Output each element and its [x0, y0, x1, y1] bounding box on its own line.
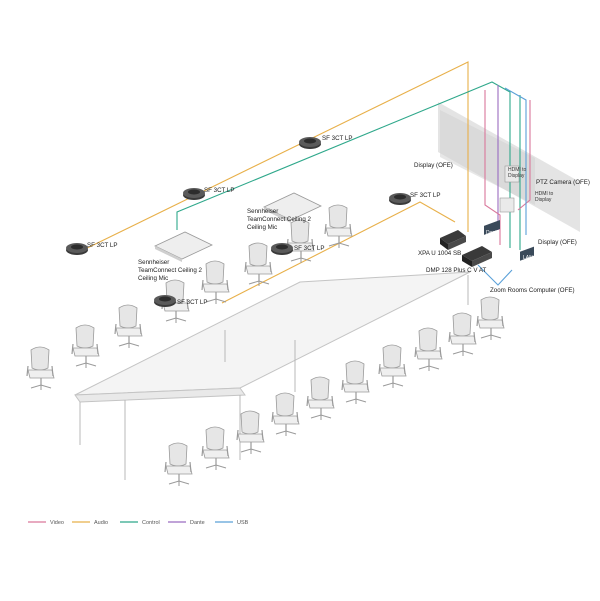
label-mic2-line1: Sennheiser	[247, 208, 278, 215]
speaker-sf5	[271, 243, 293, 255]
label-mic1-line3: Ceiling Mic	[138, 275, 168, 282]
label-dante-box: Dante	[486, 230, 500, 236]
lan-box	[520, 246, 534, 261]
xpa-amplifier	[440, 230, 466, 250]
legend-label-dante: Dante	[190, 520, 205, 526]
label-hdmi2-line1: HDMI to	[535, 191, 554, 197]
label-sf6: SF 3CT LP	[177, 299, 208, 306]
label-sf5: SF 3CT LP	[294, 245, 325, 252]
label-display-1: Display (OFE)	[414, 162, 453, 169]
legend: Video Audio Control Dante USB	[28, 520, 249, 526]
label-mic2-line3: Ceiling Mic	[247, 224, 277, 231]
label-hdmi2-line2: Display	[535, 197, 552, 203]
cable-runs	[76, 61, 531, 304]
label-sf1: SF 3CT LP	[322, 135, 353, 142]
label-sf4: SF 3CT LP	[410, 192, 441, 199]
legend-label-usb: USB	[237, 520, 249, 526]
label-mic1-line1: Sennheiser	[138, 259, 169, 266]
dante-box	[484, 220, 500, 235]
speaker-sf4	[389, 193, 411, 205]
label-display-2: Display (OFE)	[538, 239, 577, 246]
label-ptz-camera: PTZ Camera (OFE)	[536, 179, 590, 186]
hdmi-box-1	[504, 165, 520, 183]
speaker-sf2	[183, 188, 205, 200]
speaker-sf1	[299, 137, 321, 149]
label-mic2-line2: TeamConnect Ceiling 2	[247, 216, 312, 223]
label-lan-box: LAN	[523, 255, 533, 261]
conference-table	[74, 271, 471, 480]
label-zoom-computer: Zoom Rooms Computer (OFE)	[490, 287, 575, 294]
legend-label-video: Video	[50, 520, 64, 526]
label-xpa: XPA U 1004 SB	[418, 250, 461, 257]
speaker-sf3	[66, 243, 88, 255]
label-hdmi1-line1: HDMI to	[508, 167, 527, 173]
label-mic1-line2: TeamConnect Ceiling 2	[138, 267, 203, 274]
ceiling-mic-2	[263, 192, 322, 223]
label-hdmi1-line2: Display	[508, 173, 525, 179]
ceiling-mic-1	[154, 231, 213, 262]
label-sf2: SF 3CT LP	[204, 187, 235, 194]
legend-label-audio: Audio	[94, 520, 108, 526]
dmp-processor	[462, 246, 492, 267]
legend-label-control: Control	[142, 520, 160, 526]
label-sf3: SF 3CT LP	[87, 242, 118, 249]
label-dmp: DMP 128 Plus C V AT	[426, 267, 487, 274]
hdmi-box-2	[499, 197, 515, 213]
speaker-sf6	[154, 295, 176, 307]
